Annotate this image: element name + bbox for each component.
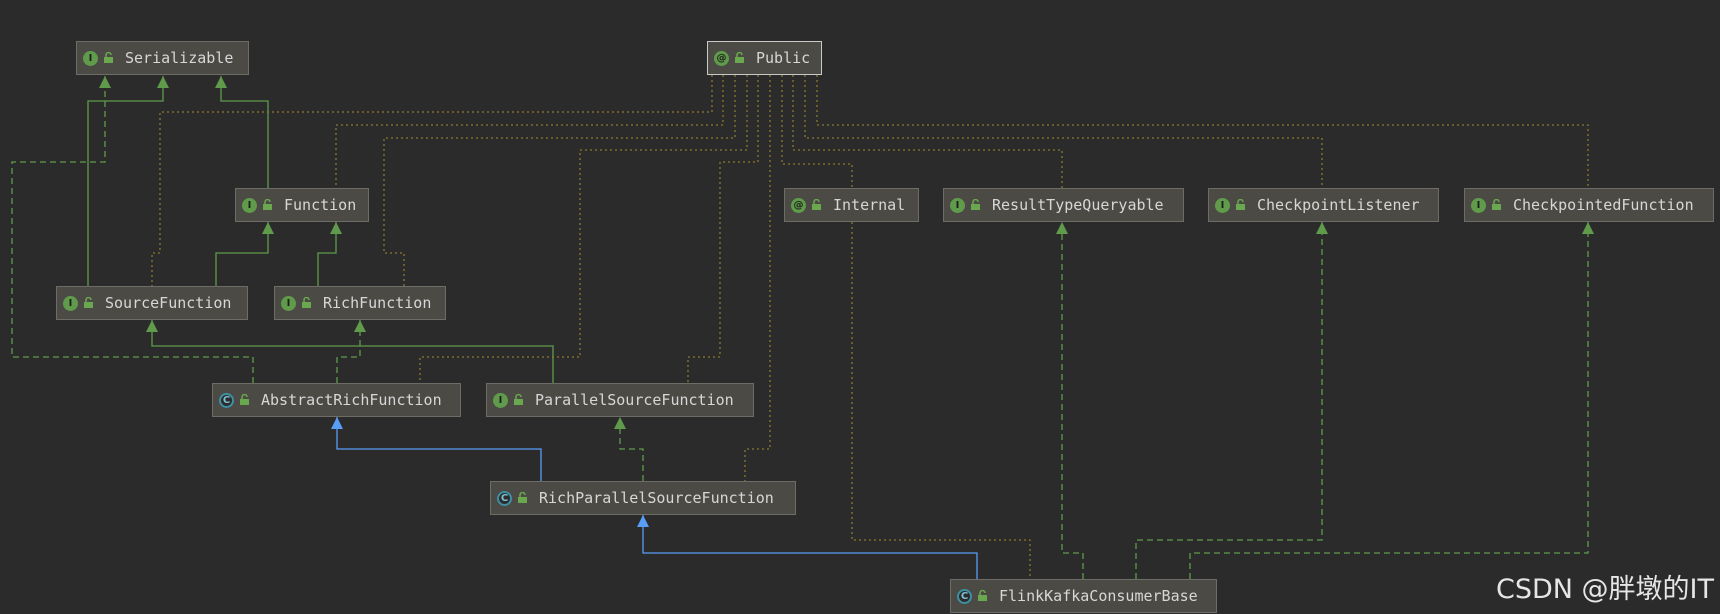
edge-richfunction-extends-function <box>317 222 337 286</box>
edge-richfunction-extends-function-arrowhead <box>330 222 342 234</box>
ann-public-parallelsourcefunction <box>687 75 759 383</box>
public-visibility-icon <box>301 297 313 309</box>
edge-sourcefunction-extends-serializable-arrowhead <box>157 76 169 88</box>
annotation-icon: @ <box>714 50 729 66</box>
edge-abstractrichfunction-implements-richfunction <box>336 320 361 383</box>
node-parallelsourcefunction[interactable]: I ParallelSourceFunction <box>486 383 754 417</box>
abstract-class-icon: C <box>497 490 512 506</box>
edge-flinkkafkaconsumerbase-implements-checkpointlistener-arrowhead <box>1316 222 1328 234</box>
ann-public-resulttypequeryable <box>792 75 1063 188</box>
ann-public-sourcefunction <box>151 75 713 286</box>
edge-function-extends-serializable <box>220 76 269 188</box>
ann-public-richfunction <box>383 75 736 286</box>
edge-flinkkafkaconsumerbase-implements-resulttypequeryable-arrowhead <box>1056 222 1068 234</box>
node-label: CheckpointedFunction <box>1513 196 1694 214</box>
abstract-class-icon: C <box>957 588 972 604</box>
node-function[interactable]: I Function <box>235 188 369 222</box>
annotation-icon: @ <box>791 197 806 213</box>
interface-icon: I <box>281 295 296 311</box>
interface-icon: I <box>1215 197 1230 213</box>
node-label: FlinkKafkaConsumerBase <box>999 587 1198 605</box>
edge-function-extends-serializable-arrowhead <box>215 76 227 88</box>
interface-icon: I <box>242 197 257 213</box>
public-visibility-icon <box>239 394 251 406</box>
edge-flinkkafkaconsumerbase-extends-richparallelsourcefunction-arrowhead <box>637 515 649 527</box>
ann-public-checkpointedfunction <box>816 75 1589 188</box>
interface-icon: I <box>493 392 508 408</box>
public-visibility-icon <box>513 394 525 406</box>
interface-icon: I <box>83 50 98 66</box>
ann-internal-flinkkafkaconsumerbase <box>851 222 1031 579</box>
node-checkpointlistener[interactable]: I CheckpointListener <box>1208 188 1439 222</box>
interface-icon: I <box>63 295 78 311</box>
public-visibility-icon <box>1235 199 1247 211</box>
public-visibility-icon <box>977 590 989 602</box>
edge-sourcefunction-extends-function <box>215 222 269 286</box>
public-visibility-icon <box>83 297 95 309</box>
node-checkpointedfunction[interactable]: I CheckpointedFunction <box>1464 188 1714 222</box>
node-richparallelsourcefunction[interactable]: C RichParallelSourceFunction <box>490 481 796 515</box>
ann-public-checkpointlistener <box>804 75 1323 188</box>
node-sourcefunction[interactable]: I SourceFunction <box>56 286 248 320</box>
public-visibility-icon <box>734 52 746 64</box>
interface-icon: I <box>950 197 965 213</box>
node-richfunction[interactable]: I RichFunction <box>274 286 446 320</box>
edge-parallelsourcefunction-extends-sourcefunction <box>151 320 554 383</box>
edge-abstractrichfunction-implements-richfunction-arrowhead <box>354 320 366 332</box>
node-serializable[interactable]: I Serializable <box>76 41 249 75</box>
edge-richparallelsourcefunction-extends-abstractrichfunction-arrowhead <box>331 417 343 429</box>
node-label: Serializable <box>125 49 234 67</box>
ann-public-function <box>335 75 724 188</box>
public-visibility-icon <box>1491 199 1503 211</box>
public-visibility-icon <box>103 52 115 64</box>
edge-flinkkafkaconsumerbase-implements-checkpointedfunction <box>1189 222 1589 579</box>
edge-richparallelsourcefunction-implements-parallelsourcefunction-arrowhead <box>614 417 626 429</box>
node-label: SourceFunction <box>105 294 232 312</box>
edge-richparallelsourcefunction-implements-parallelsourcefunction <box>619 417 644 481</box>
edge-flinkkafkaconsumerbase-implements-resulttypequeryable <box>1061 222 1084 579</box>
node-label: CheckpointListener <box>1257 196 1420 214</box>
public-visibility-icon <box>970 199 982 211</box>
edge-parallelsourcefunction-extends-sourcefunction-arrowhead <box>146 320 158 332</box>
node-flinkkafkaconsumerbase[interactable]: C FlinkKafkaConsumerBase <box>950 579 1217 613</box>
node-label: Function <box>284 196 357 214</box>
edge-flinkkafkaconsumerbase-implements-checkpointlistener <box>1135 222 1323 579</box>
node-public[interactable]: @ Public <box>707 41 822 75</box>
node-label: ParallelSourceFunction <box>535 391 734 409</box>
node-internal[interactable]: @ Internal <box>784 188 919 222</box>
edge-richparallelsourcefunction-extends-abstractrichfunction <box>336 417 542 481</box>
edge-sourcefunction-extends-serializable <box>87 76 164 286</box>
edge-flinkkafkaconsumerbase-extends-richparallelsourcefunction <box>642 515 978 579</box>
edge-flinkkafkaconsumerbase-implements-checkpointedfunction-arrowhead <box>1582 222 1594 234</box>
node-label: ResultTypeQueryable <box>992 196 1164 214</box>
node-label: RichParallelSourceFunction <box>539 489 774 507</box>
node-abstractrichfunction[interactable]: C AbstractRichFunction <box>212 383 461 417</box>
ann-public-richparallelsourcefunction <box>744 75 771 481</box>
ann-public-abstractrichfunction <box>419 75 748 383</box>
interface-icon: I <box>1471 197 1486 213</box>
node-resulttypequeryable[interactable]: I ResultTypeQueryable <box>943 188 1184 222</box>
node-label: Public <box>756 49 811 67</box>
ann-public-internal <box>781 75 853 188</box>
edge-sourcefunction-extends-function-arrowhead <box>262 222 274 234</box>
public-visibility-icon <box>517 492 529 504</box>
edge-abstractrichfunction-implements-serializable-arrowhead <box>99 76 111 88</box>
watermark: CSDN @胖墩的IT <box>1495 574 1714 605</box>
node-label: Internal <box>833 196 906 214</box>
abstract-class-icon: C <box>219 392 234 408</box>
public-visibility-icon <box>262 199 274 211</box>
public-visibility-icon <box>811 199 823 211</box>
edge-abstractrichfunction-implements-serializable <box>11 76 254 383</box>
node-label: AbstractRichFunction <box>261 391 442 409</box>
node-label: RichFunction <box>323 294 432 312</box>
